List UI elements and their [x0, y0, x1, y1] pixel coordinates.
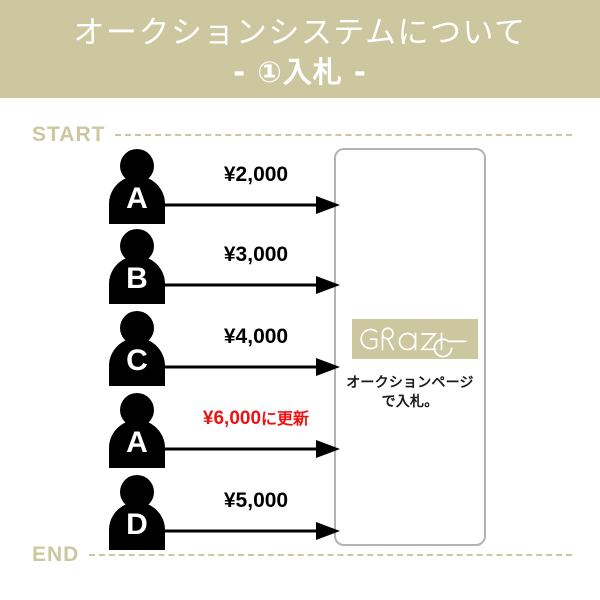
panel-caption-line-1: オークションページ: [346, 375, 474, 391]
person-icon: [109, 229, 165, 304]
start-dashed-line: [115, 134, 572, 136]
start-marker: START: [32, 122, 572, 148]
page-subtitle: - ①入札 -: [233, 55, 367, 89]
arrow-right-icon: [164, 196, 340, 214]
person-icon: [109, 393, 165, 468]
bid-amount: ¥2,000: [223, 163, 289, 186]
end-label: END: [32, 543, 80, 566]
bid-amount-suffix: に更新: [261, 409, 310, 428]
bid-row: D ¥5,000: [0, 474, 600, 554]
page-title: オークションシステムについて: [73, 15, 527, 51]
bid-arrow: [164, 522, 340, 540]
bid-arrow: [164, 440, 340, 458]
header-band: オークションシステムについて - ①入札 -: [0, 0, 600, 98]
bid-arrow: [164, 196, 340, 214]
person-icon: [109, 475, 165, 550]
arrow-right-icon: [164, 276, 340, 294]
bid-arrow: [164, 276, 340, 294]
start-label: START: [32, 123, 106, 146]
bid-amount: ¥5,000: [223, 489, 289, 512]
arrow-right-icon: [164, 440, 340, 458]
bidder-avatar: B: [100, 228, 174, 304]
bid-amount: ¥4,000: [223, 325, 289, 348]
bid-amount-updated: ¥6,000に更新: [202, 408, 310, 429]
grazie-logo: [352, 319, 478, 359]
bid-row: B ¥3,000: [0, 228, 600, 308]
grazie-logo-icon: [360, 327, 467, 358]
bid-row: A ¥2,000: [0, 148, 600, 228]
person-icon: [109, 311, 165, 386]
bidder-avatar: A: [100, 392, 174, 468]
bid-row: C ¥4,000: [0, 310, 600, 390]
bidder-avatar: D: [100, 474, 174, 550]
bid-row: A ¥6,000に更新: [0, 392, 600, 472]
bid-amount: ¥3,000: [223, 243, 289, 266]
bidder-avatar: C: [100, 310, 174, 386]
panel-caption-line-2: で入札。: [381, 394, 439, 410]
bidder-avatar: A: [100, 148, 174, 224]
end-dashed-line: [89, 554, 572, 556]
panel-caption: オークションページ で入札。: [334, 374, 486, 412]
end-marker: END: [32, 542, 572, 568]
bid-arrow: [164, 358, 340, 376]
arrow-right-icon: [164, 522, 340, 540]
arrow-right-icon: [164, 358, 340, 376]
person-icon: [109, 149, 165, 224]
